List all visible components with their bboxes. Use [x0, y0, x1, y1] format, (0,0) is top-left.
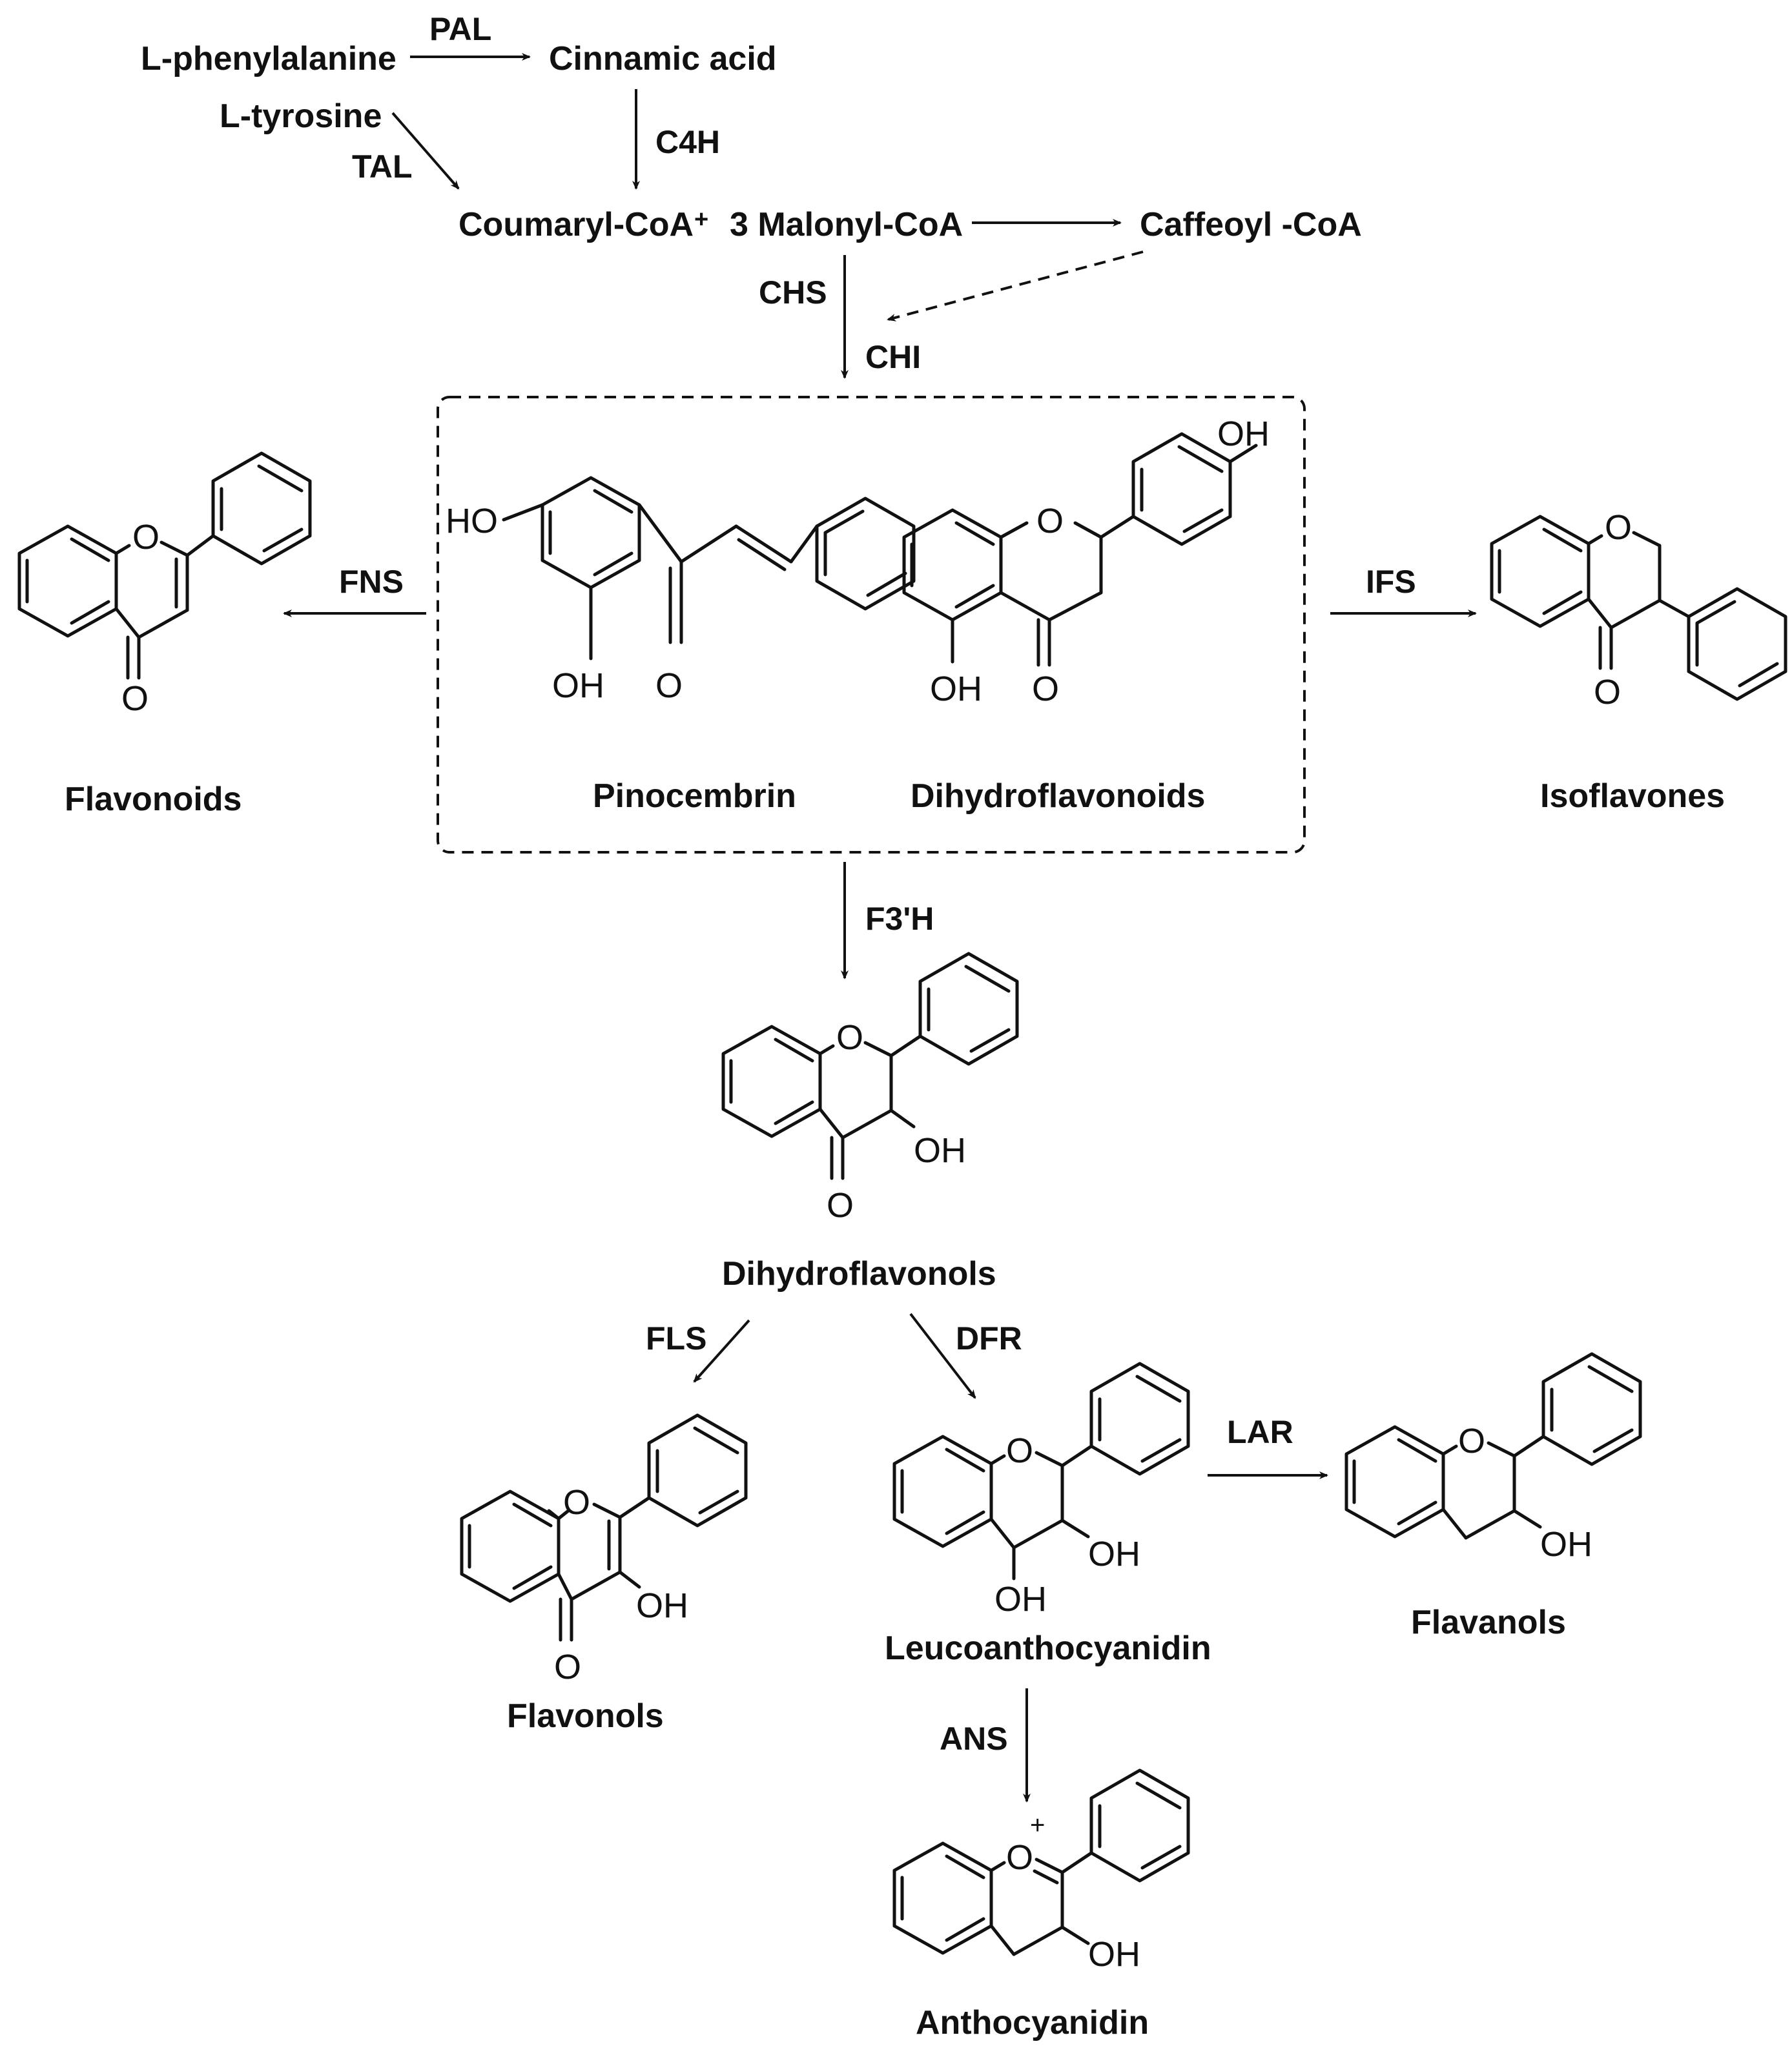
label-leucoanthocyanidin: Leucoanthocyanidin — [885, 1630, 1211, 1667]
enzyme-lar: LAR — [1227, 1414, 1293, 1450]
atom-oh-flavanols: OH — [1540, 1525, 1592, 1564]
label-isoflavones: Isoflavones — [1540, 777, 1725, 815]
atom-oh-dihydroflavonoids-bottom: OH — [930, 670, 982, 708]
atom-oh-leucoanthocyanidin-4: OH — [994, 1580, 1047, 1619]
enzyme-chi: CHI — [865, 339, 921, 375]
atom-o-dihydroflavonoids-ring: O — [1036, 502, 1064, 540]
structure-flavonols — [460, 1413, 748, 1642]
structure-pinocembrin — [502, 476, 916, 660]
structure-isoflavones — [1490, 515, 1787, 701]
atom-oh-flavonols: OH — [636, 1586, 688, 1625]
atom-oh-dihydroflavonols: OH — [914, 1131, 966, 1170]
enzyme-fls: FLS — [646, 1320, 706, 1356]
atom-oh-pinocembrin: OH — [552, 666, 604, 705]
label-dihydroflavonols: Dihydroflavonols — [722, 1255, 996, 1293]
enzyme-fns: FNS — [339, 564, 404, 600]
atom-o-flavonols-ring: O — [563, 1483, 590, 1522]
enzyme-dfr: DFR — [956, 1320, 1022, 1356]
atom-o-isoflavones-ring: O — [1605, 508, 1632, 547]
arrow-tal — [391, 112, 460, 190]
enzyme-chs: CHS — [759, 274, 827, 311]
label-flavonols: Flavonols — [507, 1697, 664, 1735]
label-caffeoyl-coa: Caffeoyl -CoA — [1140, 206, 1362, 243]
atom-ho-pinocembrin: HO — [446, 502, 498, 540]
label-pinocembrin: Pinocembrin — [593, 777, 796, 815]
enzyme-c4h: C4H — [655, 124, 720, 160]
atom-o-dihydroflavonoids-ketone: O — [1032, 670, 1059, 708]
atom-o-flavonols-ketone: O — [554, 1648, 581, 1686]
atom-o-flavonoids-ketone: O — [121, 679, 149, 718]
enzyme-ifs: IFS — [1366, 564, 1416, 600]
atom-oh-leucoanthocyanidin-3: OH — [1088, 1535, 1140, 1573]
label-flavanols: Flavanols — [1411, 1604, 1566, 1641]
structure-dihydroflavonoids — [902, 432, 1258, 667]
structure-flavanols — [1344, 1352, 1642, 1540]
label-malonyl-coa: 3 Malonyl-CoA — [730, 206, 963, 243]
atom-o-flavanols-ring: O — [1458, 1422, 1485, 1460]
label-cinnamic-acid: Cinnamic acid — [549, 40, 777, 77]
atom-oh-anthocyanidin: OH — [1088, 1935, 1140, 1974]
label-plus: + — [694, 206, 708, 233]
enzyme-tal: TAL — [352, 148, 412, 185]
atom-o-flavonoids-ring: O — [132, 518, 160, 557]
atom-plus-anthocyanidin: + — [1030, 1811, 1045, 1839]
enzyme-f3h: F3'H — [865, 901, 934, 937]
label-l-phenylalanine: L-phenylalanine — [141, 40, 397, 77]
label-flavonoids: Flavonoids — [65, 781, 242, 818]
label-coumaryl-coa: Coumaryl-CoA — [458, 206, 694, 243]
enzyme-pal: PAL — [429, 11, 491, 47]
atom-o-dihydroflavonols-ketone: O — [827, 1186, 854, 1225]
arrow-fls — [693, 1319, 750, 1383]
atom-o-isoflavones-ketone: O — [1594, 673, 1621, 711]
intermediate-box — [437, 396, 1306, 854]
structure-flavonoids — [17, 451, 312, 680]
atom-o-leucoanthocyanidin-ring: O — [1006, 1431, 1033, 1470]
enzyme-ans: ANS — [940, 1721, 1008, 1757]
structure-leucoanthocyanidin — [892, 1362, 1190, 1581]
atom-o-dihydroflavonols-ring: O — [836, 1018, 863, 1057]
arrow-dfr — [909, 1313, 976, 1399]
atom-oh-dihydroflavonoids-top: OH — [1217, 414, 1270, 453]
atom-o-anthocyanidin-ring: O — [1006, 1838, 1033, 1877]
label-l-tyrosine: L-tyrosine — [220, 97, 382, 135]
structure-dihydroflavonols — [721, 952, 1019, 1180]
arrow-caffeoyl-dashed — [887, 251, 1144, 322]
structure-anthocyanidin — [892, 1768, 1190, 1956]
label-anthocyanidin: Anthocyanidin — [916, 2004, 1149, 2042]
label-dihydroflavonoids: Dihydroflavonoids — [911, 777, 1205, 815]
atom-o-pinocembrin-ketone: O — [655, 666, 683, 705]
